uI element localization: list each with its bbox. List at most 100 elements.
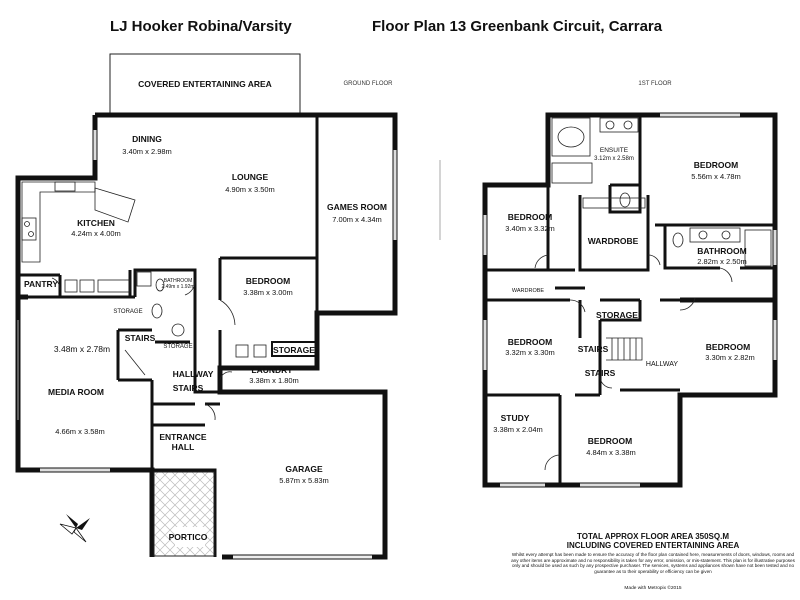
bath-basin (557, 126, 585, 148)
basin (605, 120, 615, 130)
door-swing (184, 279, 196, 296)
door-swing (679, 297, 696, 311)
floor-area-line2: INCLUDING COVERED ENTERTAINING AREA (566, 541, 740, 550)
compass-icon (59, 514, 90, 543)
door-swing (219, 371, 233, 381)
wardrobe-small-label: WARDROBE (512, 288, 545, 294)
floor-area: TOTAL APPROX FLOOR AREA 350SQ.M INCLUDIN… (508, 532, 798, 550)
basin (171, 323, 185, 337)
oven (64, 279, 78, 293)
hall-stairs-label: STAIRS (173, 383, 204, 393)
door-swing (599, 374, 613, 389)
master-bedroom-label: BEDROOM (694, 160, 738, 170)
basin (698, 230, 708, 240)
toilet (619, 192, 631, 208)
bathroom-label: BATHROOM (697, 246, 746, 256)
washer (253, 344, 267, 358)
garage-dim: 5.87m x 5.83m (279, 476, 329, 485)
pantry-label: PANTRY (24, 279, 58, 289)
door-swing (204, 403, 216, 421)
bedroom-dim: 3.38m x 3.00m (243, 288, 293, 297)
hall-label: HALL (172, 442, 195, 452)
first-floor-label: 1ST FLOOR (638, 81, 672, 87)
storage-label: STORAGE (163, 344, 192, 350)
wardrobe-label: WARDROBE (588, 236, 639, 246)
basin (721, 230, 731, 240)
kitchen-island (94, 187, 136, 223)
bedroom-3-label: BEDROOM (508, 337, 552, 347)
covered-area-outline (109, 53, 301, 113)
media-dim-top: 3.48m x 2.78m (54, 344, 110, 354)
garage-label: GARAGE (285, 464, 323, 474)
portico-label-bg (175, 527, 205, 547)
cooktop (21, 217, 37, 241)
door-swing (647, 254, 661, 266)
bathroom-dim: 2.49m x 1.92m (161, 284, 194, 290)
ensuite-label: ENSUITE (600, 147, 629, 154)
kitchen-sink (54, 181, 76, 192)
credit: Made with Metropix ©2015 (624, 586, 682, 591)
ensuite-dim: 3.12m x 2.58m (594, 156, 634, 162)
lounge-dim: 4.90m x 3.50m (225, 185, 275, 194)
bedroom-4-label: BEDROOM (706, 342, 750, 352)
games-dim: 7.00m x 4.34m (332, 215, 382, 224)
dining-label: DINING (132, 134, 162, 144)
bath-tub (551, 117, 591, 157)
burner (24, 221, 30, 227)
hallway-label: HALLWAY (173, 369, 214, 379)
bench (97, 279, 131, 293)
bedroom-5-label: BEDROOM (588, 436, 632, 446)
study-dim: 3.38m x 2.04m (493, 425, 543, 434)
kitchen-label: KITCHEN (77, 218, 115, 228)
storage-label: STORAGE (273, 345, 315, 355)
disclaimer: Whilst every attempt has been made to en… (511, 552, 795, 574)
first-interior-walls (485, 115, 775, 485)
door-swing (534, 254, 549, 269)
stairs-label: STAIRS (585, 368, 616, 378)
door-swing (51, 277, 61, 291)
floor-area-line1: TOTAL APPROX FLOOR AREA 350SQ.M (576, 532, 730, 541)
first-floor: 1ST FLOOR ENSUITE 3.12m x 2.58m BEDROOM … (482, 81, 778, 488)
bathroom-dim: 2.82m x 2.50m (697, 257, 747, 266)
bedroom-3-dim: 3.32m x 3.30m (505, 348, 555, 357)
agency-title: LJ Hooker Robina/Varsity (110, 18, 292, 35)
burner (28, 231, 34, 237)
ground-interior-walls (18, 115, 319, 557)
shower (136, 271, 152, 287)
storage-label: STORAGE (596, 310, 638, 320)
master-bedroom-dim: 5.56m x 4.78m (691, 172, 741, 181)
laundry-label: LAUNDRY (251, 365, 293, 375)
ground-floor: GROUND FLOOR COVERED ENTERTAINING AREA D… (15, 53, 441, 560)
bath (744, 229, 772, 267)
bedroom-2-label: BEDROOM (508, 212, 552, 222)
bedroom-2-dim: 3.40m x 3.32m (505, 224, 555, 233)
storage-closet (271, 341, 317, 357)
study-label: STUDY (501, 413, 530, 423)
stairs-line (124, 349, 146, 376)
bedroom-label: BEDROOM (246, 276, 290, 286)
games-label: GAMES ROOM (327, 202, 387, 212)
plan-title: Floor Plan 13 Greenbank Circuit, Carrara (372, 18, 663, 35)
portico-label: PORTICO (169, 532, 208, 542)
laundry-dim: 3.38m x 1.80m (249, 376, 299, 385)
hallway-label: HALLWAY (646, 361, 678, 368)
bathroom-label: BATHROOM (164, 278, 193, 284)
door-swing (219, 299, 236, 326)
toilet (155, 278, 165, 292)
dining-dim: 3.40m x 2.98m (122, 147, 172, 156)
ground-floor-label: GROUND FLOOR (343, 81, 393, 87)
bedroom-5-dim: 4.84m x 3.38m (586, 448, 636, 457)
toilet (672, 232, 684, 248)
media-label: MEDIA ROOM (48, 387, 104, 397)
door-swing (569, 299, 586, 313)
stairs-label: STAIRS (578, 344, 609, 354)
laundry-tub (235, 344, 249, 358)
door-swing (544, 454, 561, 471)
stairs-treads (606, 337, 643, 361)
lounge-label: LOUNGE (232, 172, 269, 182)
basin (623, 120, 633, 130)
vanity (599, 117, 639, 133)
fridge (79, 279, 95, 293)
vanity (689, 227, 741, 243)
